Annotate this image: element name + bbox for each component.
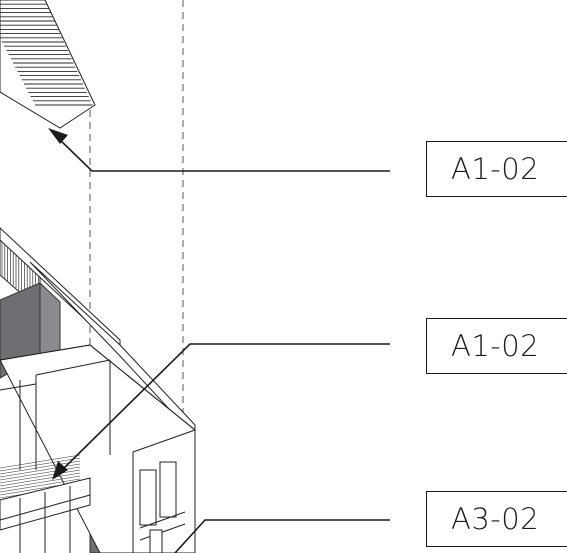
callout-tag-a1-02-top: A1-02 [426,141,567,197]
callout-tag-a1-02-middle: A1-02 [426,318,567,374]
arrowheads [48,128,68,480]
leader-lines [57,137,390,553]
building-model [0,227,196,553]
louver-roof [0,0,96,129]
callout-tag-a3-02: A3-02 [426,491,567,547]
arrowhead-2 [52,461,68,480]
arrowhead-1 [48,128,68,144]
